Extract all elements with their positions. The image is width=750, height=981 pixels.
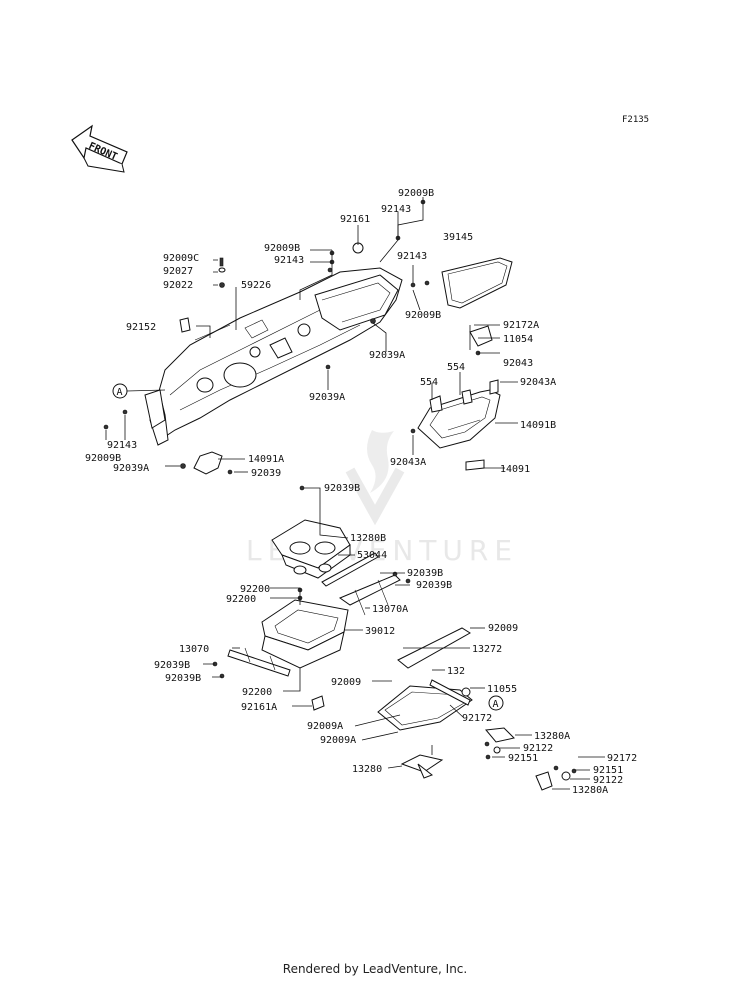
label-92172-a: 92172 [462,713,492,724]
label-92022: 92022 [163,280,193,291]
label-92009-b: 92009 [331,677,361,688]
figure-code: F2135 [622,115,649,125]
label-92039: 92039 [251,468,281,479]
cover-14091A-drawing [193,451,223,475]
label-92039B-e: 92039B [165,673,201,684]
label-59226: 59226 [241,280,271,291]
label-92009C: 92009C [163,253,199,264]
label-92151-a: 92151 [508,753,538,764]
label-92009-a: 92009 [488,623,518,634]
label-92161A: 92161A [241,702,277,713]
label-92039B-d: 92039B [154,660,190,671]
label-14091B: 14091B [520,420,556,431]
svg-text:A: A [117,387,123,398]
label-92143-top: 92143 [381,204,411,215]
label-92039A-l: 92039A [113,463,149,474]
label-92043A-l: 92043A [390,457,426,468]
label-92043: 92043 [503,358,533,369]
part-labels: 92009B 92143 92161 39145 92009B 92143 92… [85,188,637,796]
label-13280A-a: 13280A [534,731,570,742]
label-92200-c: 92200 [242,687,272,698]
label-14091A: 14091A [248,454,284,465]
label-92122-b: 92122 [593,775,623,786]
label-92200-a: 92200 [240,584,270,595]
ref-marker-a-left: A [112,383,128,399]
label-92151-b: 92151 [593,765,623,776]
label-13280A-b: 13280A [572,785,608,796]
front-arrow-icon: FRONT [71,124,128,173]
label-11055: 11055 [487,684,517,695]
label-13272: 13272 [472,644,502,655]
label-92143-r: 92143 [397,251,427,262]
svg-text:A: A [493,699,499,710]
label-92143-l: 92143 [107,440,137,451]
label-11054: 11054 [503,334,533,345]
label-554-b: 554 [420,377,438,388]
top-hardware [103,199,430,475]
label-13070A: 13070A [372,604,408,615]
label-554-a: 554 [447,362,465,373]
label-132: 132 [447,666,465,677]
label-39145: 39145 [443,232,473,243]
label-14091: 14091 [500,464,530,475]
console-upper-drawing [271,485,411,616]
label-92039B-b: 92039B [407,568,443,579]
leader-lines [105,197,605,790]
label-39012: 39012 [365,626,395,637]
label-92152: 92152 [126,322,156,333]
label-92172-b: 92172 [607,753,637,764]
label-92143-a: 92143 [274,255,304,266]
label-92200-b: 92200 [226,594,256,605]
ref-marker-a-right: A [488,695,504,711]
footer-credit: Rendered by LeadVenture, Inc. [282,962,468,976]
label-13280: 13280 [352,764,382,775]
label-92039B-a: 92039B [324,483,360,494]
glovebox-tray-drawing [410,325,501,471]
label-92009A-a: 92009A [307,721,343,732]
label-92122-a: 92122 [523,743,553,754]
label-92039A-mid: 92039A [369,350,405,361]
label-92172A: 92172A [503,320,539,331]
label-92009B-a: 92009B [264,243,300,254]
label-92043A-r: 92043A [520,377,556,388]
label-92161: 92161 [340,214,370,225]
label-92009B-top: 92009B [398,188,434,199]
label-13070: 13070 [179,644,209,655]
label-92009B-l: 92009B [85,453,121,464]
console-box-39012-drawing [212,587,349,711]
label-13280B: 13280B [350,533,386,544]
label-53044: 53044 [357,550,387,561]
lower-bracket-drawing [377,627,577,791]
label-92039A-low: 92039A [309,392,345,403]
label-92039B-c: 92039B [416,580,452,591]
label-92027: 92027 [163,266,193,277]
gasket-39145-drawing [441,257,513,309]
label-92009A-b: 92009A [320,735,356,746]
label-92009B-r: 92009B [405,310,441,321]
dash-panel-drawing [144,267,403,446]
